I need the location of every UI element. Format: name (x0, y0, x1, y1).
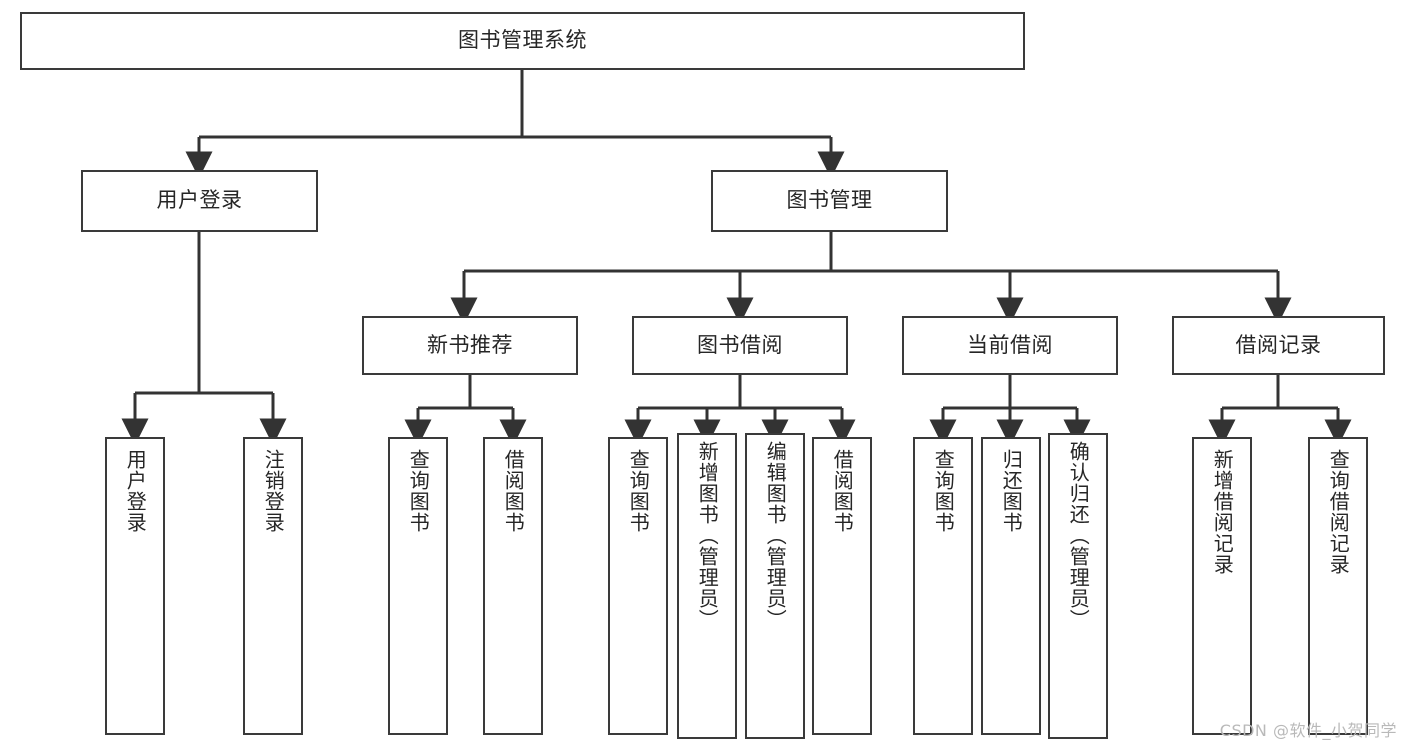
csdn-watermark: CSDN @软件_小贺同学 (1219, 721, 1397, 740)
node-book-management[interactable]: 图书管理 (711, 170, 948, 232)
node-book-borrow[interactable]: 图书借阅 (632, 316, 848, 375)
node-label: 借阅图书 (830, 449, 855, 533)
node-new-book-recommend[interactable]: 新书推荐 (362, 316, 578, 375)
node-label: 注销登录 (261, 449, 286, 533)
node-label: 图书管理系统 (458, 28, 587, 53)
node-label: 归还图书 (999, 449, 1024, 533)
node-label: 图书借阅 (697, 332, 783, 357)
leaf-records-query-record[interactable]: 查询借阅记录 (1308, 437, 1368, 735)
node-current-borrow[interactable]: 当前借阅 (902, 316, 1118, 375)
leaf-current-query-book[interactable]: 查询图书 (913, 437, 973, 735)
node-root-system[interactable]: 图书管理系统 (20, 12, 1025, 70)
node-label: 查询图书 (931, 449, 956, 533)
leaf-current-return-book[interactable]: 归还图书 (981, 437, 1041, 735)
node-label: 新增图书（管理员） (695, 441, 720, 630)
node-label: 用户登录 (123, 449, 148, 533)
leaf-borrow-edit-book-admin[interactable]: 编辑图书（管理员） (745, 433, 805, 739)
leaf-borrow-add-book-admin[interactable]: 新增图书（管理员） (677, 433, 737, 739)
node-label: 编辑图书（管理员） (763, 441, 788, 630)
leaf-current-confirm-return-admin[interactable]: 确认归还（管理员） (1048, 433, 1108, 739)
node-user-login[interactable]: 用户登录 (81, 170, 318, 232)
leaf-records-add-record[interactable]: 新增借阅记录 (1192, 437, 1252, 735)
node-label: 查询图书 (406, 449, 431, 533)
node-borrow-records[interactable]: 借阅记录 (1172, 316, 1385, 375)
node-label: 新增借阅记录 (1210, 449, 1235, 575)
leaf-user-login-login[interactable]: 用户登录 (105, 437, 165, 735)
leaf-borrow-borrow-book[interactable]: 借阅图书 (812, 437, 872, 735)
node-label: 借阅图书 (501, 449, 526, 533)
leaf-user-login-logout[interactable]: 注销登录 (243, 437, 303, 735)
leaf-borrow-query-book[interactable]: 查询图书 (608, 437, 668, 735)
node-label: 当前借阅 (967, 332, 1053, 357)
leaf-new-book-borrow[interactable]: 借阅图书 (483, 437, 543, 735)
node-label: 查询图书 (626, 449, 651, 533)
leaf-new-book-query[interactable]: 查询图书 (388, 437, 448, 735)
node-label: 用户登录 (156, 188, 243, 213)
node-label: 确认归还（管理员） (1066, 441, 1091, 630)
node-label: 图书管理 (786, 188, 873, 213)
node-label: 新书推荐 (427, 332, 513, 357)
node-label: 查询借阅记录 (1326, 449, 1351, 575)
node-label: 借阅记录 (1235, 332, 1322, 357)
